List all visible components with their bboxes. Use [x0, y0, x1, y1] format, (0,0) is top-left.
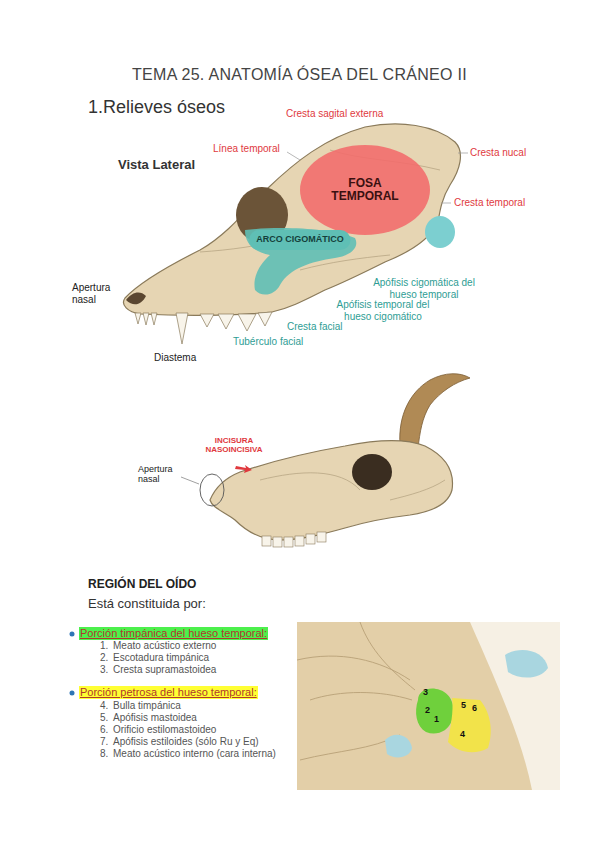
- highlighted-heading: Porción petrosa del hueso temporal:: [79, 686, 258, 699]
- body-text: Está constituida por:: [88, 597, 206, 612]
- list-number: 2.: [100, 652, 108, 664]
- section-heading: REGIÓN DEL OÍDO: [88, 578, 196, 592]
- part-label: Cresta temporal: [454, 197, 525, 209]
- highlighted-heading: Porción timpánica del hueso temporal:: [79, 627, 268, 640]
- callout-number: 3: [423, 687, 428, 697]
- list-number: 4.: [100, 700, 108, 712]
- bullet: [70, 632, 75, 637]
- nasal-aperture: [126, 293, 146, 305]
- leader-line: [181, 477, 199, 484]
- callout-number: 1: [434, 714, 439, 724]
- list-number: 8.: [100, 748, 108, 760]
- part-label: Cresta facial: [287, 321, 343, 333]
- callout-number: 2: [425, 705, 430, 715]
- tympanic-part: [416, 688, 453, 733]
- list-number: 3.: [100, 664, 108, 676]
- zygomatic-region: [245, 228, 356, 295]
- callout-number: 4: [460, 729, 465, 739]
- skull-suture: [260, 473, 445, 500]
- red-arrow: [235, 465, 252, 473]
- region-label: ARCO CIGOMÁTICO: [256, 235, 344, 245]
- condyle: [505, 650, 548, 678]
- view-title: Vista Lateral: [118, 158, 195, 173]
- part-label: Tubérculo facial: [233, 336, 303, 348]
- list-number: 7.: [100, 736, 108, 748]
- part-label: Diastema: [154, 352, 196, 364]
- bullet: [70, 691, 75, 696]
- cow-orbit: [352, 454, 392, 490]
- cow-skull: [210, 441, 453, 540]
- part-label: Cresta nucal: [470, 147, 526, 159]
- section-heading: 1.Relieves óseos: [88, 97, 225, 118]
- part-label: Apófisis temporal del hueso cigomático: [327, 299, 439, 322]
- part-label: Cresta sagital externa: [286, 108, 383, 120]
- ear-photo: [297, 622, 560, 790]
- arch-band: [249, 230, 351, 250]
- list-item: Bulla timpánica: [113, 700, 181, 712]
- aperture-outline: [200, 474, 224, 506]
- ear-photo-lines: [297, 622, 415, 760]
- list-number: 6.: [100, 724, 108, 736]
- fossa-ellipse: [300, 145, 430, 235]
- list-item: Escotadura timpánica: [113, 652, 209, 664]
- list-number: 1.: [100, 640, 108, 652]
- page-title: TEMA 25. ANATOMÍA ÓSEA DEL CRÁNEO II: [0, 66, 599, 84]
- condyle: [385, 735, 412, 758]
- callout-number: 5: [461, 700, 466, 710]
- list-number: 5.: [100, 712, 108, 724]
- temporal-fossa: FOSA TEMPORAL: [300, 145, 430, 235]
- list-item: Apófisis mastoidea: [113, 712, 197, 724]
- list-item: Orificio estilomastoideo: [113, 724, 216, 736]
- petrous-part: [448, 698, 491, 752]
- cow-teeth: [262, 532, 326, 547]
- region-label: FOSA TEMPORAL: [325, 177, 405, 203]
- part-label: Apertura nasal: [138, 464, 180, 485]
- part-label: Línea temporal: [213, 143, 280, 155]
- part-label: Apertura nasal: [72, 282, 120, 305]
- list-item: Meato acústico interno (cara interna): [113, 748, 276, 760]
- list-item: Meato acústico externo: [113, 640, 216, 652]
- part-label: INCISURA NASOINCISIVA: [192, 436, 276, 454]
- horn: [400, 374, 470, 448]
- occipital-condyle: [425, 216, 455, 248]
- part-label: Apófisis cigomática del hueso temporal: [368, 277, 480, 300]
- callout-number: 6: [472, 703, 477, 713]
- zygomatic-arch: ARCO CIGOMÁTICO: [249, 230, 351, 250]
- list-item: Cresta supramastoidea: [113, 664, 216, 676]
- list-item: Apófisis estiloides (sólo Ru y Eq): [113, 736, 259, 748]
